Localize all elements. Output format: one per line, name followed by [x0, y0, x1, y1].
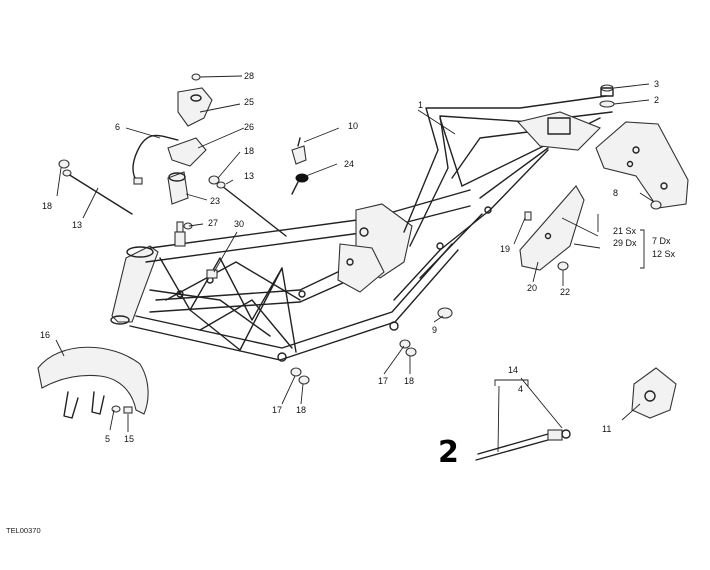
- callout-5: 5: [105, 434, 110, 444]
- callout-24: 24: [344, 159, 354, 169]
- callout-25: 25: [244, 97, 254, 107]
- callout-18-right: 18: [404, 376, 414, 386]
- washer-17-right: [399, 339, 411, 349]
- callout-18-lower: 18: [296, 405, 306, 415]
- callout-18-left: 18: [42, 201, 52, 211]
- screw-19: [524, 211, 532, 221]
- callout-29dx: 29 Dx: [613, 238, 637, 248]
- callout-14: 14: [508, 365, 518, 375]
- frame-plug-2-3: [599, 84, 615, 108]
- callout-16: 16: [40, 330, 50, 340]
- callout-3: 3: [654, 79, 659, 89]
- rivet-24: [291, 173, 309, 195]
- handwritten-mark: 2: [438, 435, 459, 470]
- washer-17-lower: [290, 367, 302, 377]
- callout-26: 26: [244, 122, 254, 132]
- rear-bracket-7-12: [595, 121, 689, 209]
- callout-22: 22: [560, 287, 570, 297]
- callout-21sx: 21 Sx: [613, 226, 637, 236]
- callout-23: 23: [210, 196, 220, 206]
- callout-28: 28: [244, 71, 254, 81]
- cable-4: [475, 429, 571, 461]
- callout-18-top: 18: [244, 146, 254, 156]
- callout-27: 27: [208, 218, 218, 228]
- front-mudguard-16: [37, 346, 149, 419]
- callout-20: 20: [527, 283, 537, 293]
- steering-lock-assembly: [132, 73, 213, 247]
- bushing-9: [437, 307, 453, 319]
- drawing-code: TEL00370: [6, 526, 41, 535]
- side-plate-21-29: [519, 185, 585, 271]
- callout-11: 11: [602, 424, 611, 434]
- callout-6: 6: [115, 122, 120, 132]
- nut-8: [650, 200, 662, 210]
- callout-9: 9: [432, 325, 437, 335]
- callout-17-right: 17: [378, 376, 388, 386]
- callout-19: 19: [500, 244, 510, 254]
- callout-2: 2: [654, 95, 659, 105]
- callout-13-mid: 13: [244, 171, 254, 181]
- callout-labels: 1 3 2 28 25 26 6 10 18 24 13 18 13 23 27…: [6, 71, 676, 535]
- nut-18-right: [405, 347, 417, 357]
- clip-10: [291, 137, 307, 165]
- callout-30: 30: [234, 219, 244, 229]
- callout-13-left: 13: [72, 220, 82, 230]
- callout-12sx: 12 Sx: [652, 249, 676, 259]
- bracket-11: [631, 367, 677, 419]
- callout-4: 4: [518, 384, 523, 394]
- nut-22: [557, 261, 569, 271]
- long-bolt-13-middle: [208, 175, 287, 237]
- callout-15: 15: [124, 434, 134, 444]
- long-bolt-13-left: [58, 159, 133, 215]
- callout-1: 1: [418, 100, 423, 110]
- trellis-frame: [110, 95, 613, 362]
- callout-8: 8: [613, 188, 618, 198]
- bracket-30: [206, 269, 218, 279]
- callout-7dx: 7 Dx: [652, 236, 671, 246]
- nut-18-lower: [298, 375, 310, 385]
- leader-lines: [55, 75, 655, 453]
- callout-17-lower: 17: [272, 405, 282, 415]
- callout-10: 10: [348, 121, 358, 131]
